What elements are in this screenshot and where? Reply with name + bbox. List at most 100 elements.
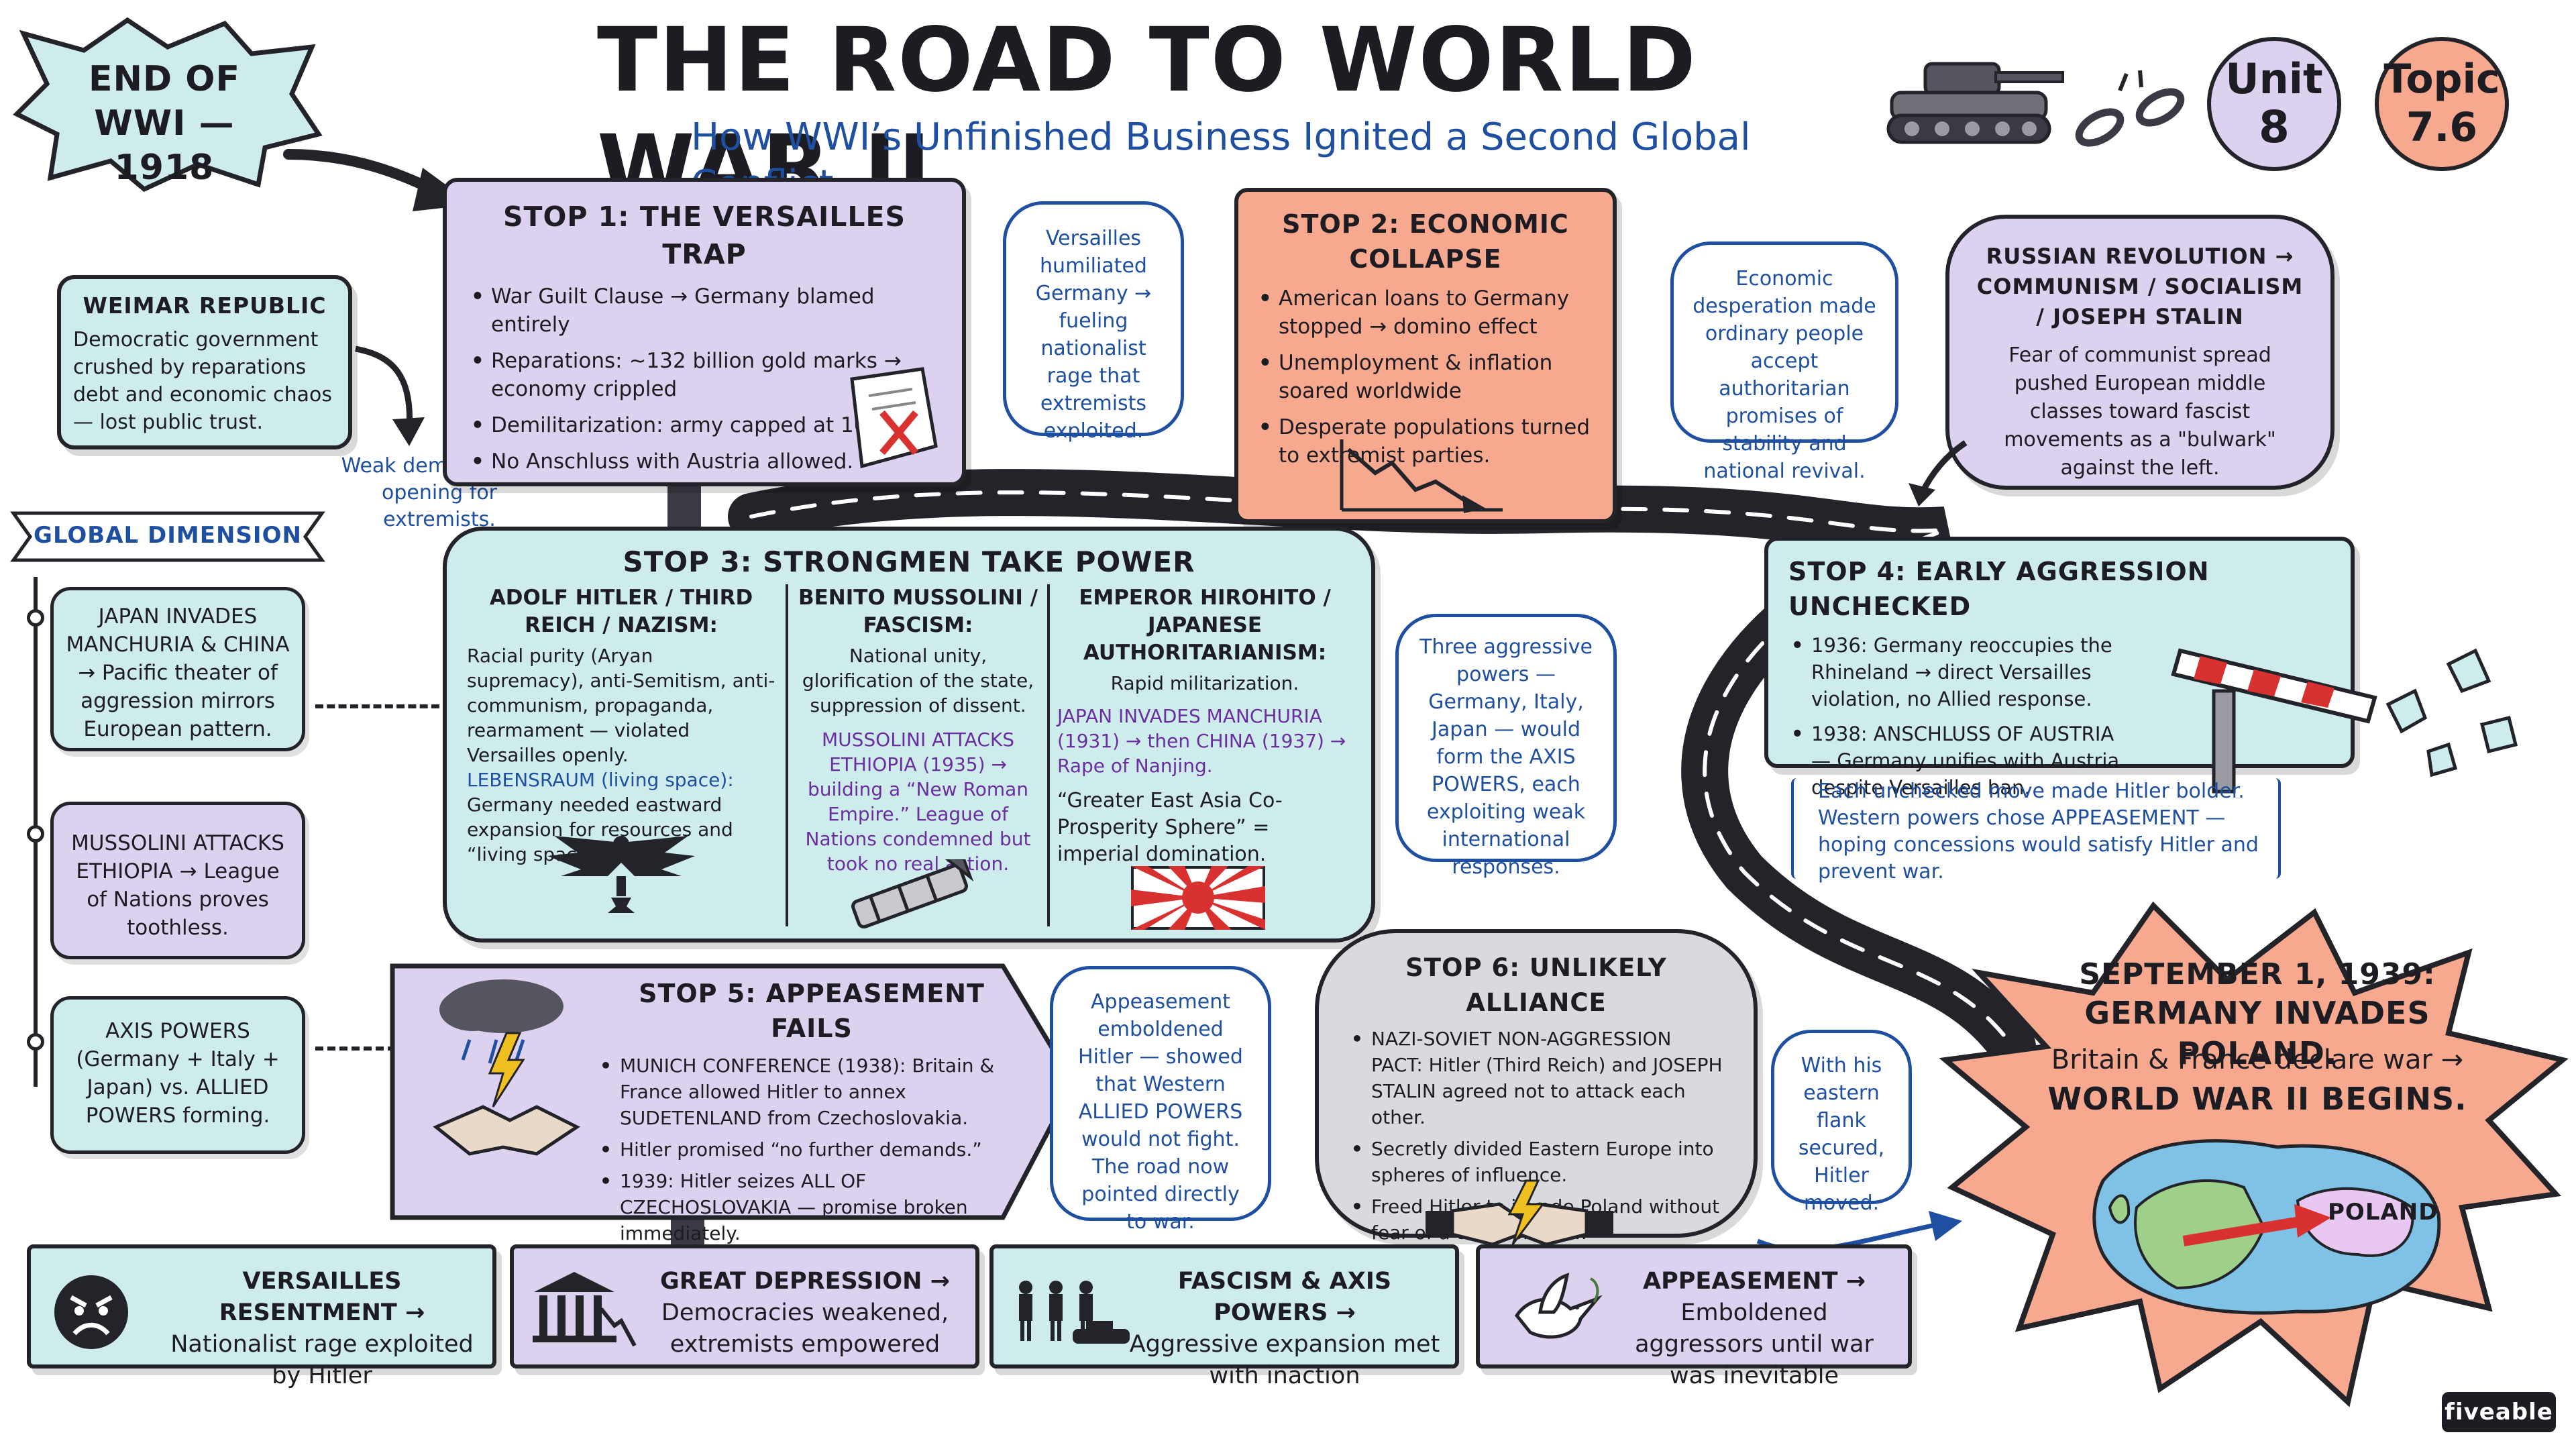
stop3-card: STOP 3: STRONGMEN TAKE POWER ADOLF HITLE…: [443, 527, 1375, 943]
global-banner-text: GLOBAL DIMENSION: [34, 522, 302, 549]
rising-sun-flag-icon: [1131, 866, 1265, 930]
finale-invasion: GERMANY INVADES POLAND.: [2084, 995, 2430, 1071]
stop4-card: STOP 4: EARLY AGGRESSION UNCHECKED 1936:…: [1764, 537, 2355, 799]
stop4-note: Each unchecked move made Hitler bolder. …: [1818, 780, 2259, 883]
stop5-title: STOP 5: APPEASEMENT FAILS: [639, 979, 985, 1043]
stop1-bullets: War Guilt Clause → Germany blamed entire…: [468, 282, 941, 476]
broken-barrier-icon: [2171, 648, 2518, 794]
summary-tile-title: FASCISM & AXIS POWERS →: [1177, 1268, 1392, 1326]
timeline-dot: [27, 1033, 44, 1051]
global-card-text: JAPAN INVADES MANCHURIA & CHINA → Pacifi…: [66, 604, 290, 741]
column-divider: [786, 584, 788, 926]
tank-icon: [1886, 62, 2064, 144]
dove-icon: [1514, 1273, 1603, 1339]
stop6-title: STOP 6: UNLIKELY ALLIANCE: [1405, 953, 1667, 1017]
stop6-bullet: NAZI-SOVIET NON-AGGRESSION PACT: Hitler …: [1348, 1026, 1724, 1130]
russia-card: RUSSIAN REVOLUTION → COMMUNISM / SOCIALI…: [1945, 215, 2334, 490]
stop5-bullets: MUNICH CONFERENCE (1938): Britain & Fran…: [597, 1053, 1026, 1246]
summary-tile-text: Emboldened aggressors until war was inev…: [1635, 1299, 1874, 1389]
declining-chart-icon: [1340, 439, 1503, 513]
stop2-card: STOP 2: ECONOMIC COLLAPSE American loans…: [1234, 188, 1617, 523]
stop4-note-bracket: [1791, 778, 2281, 879]
stop4-bullets: 1936: Germany reoccupies the Rhineland →…: [1788, 632, 2330, 801]
stop4-bullet: 1936: Germany reoccupies the Rhineland →…: [1788, 632, 2137, 712]
column-divider: [1047, 584, 1050, 926]
unit-badge: Unit 8: [2207, 37, 2341, 171]
stop2-bullet: Unemployment & inflation soared worldwid…: [1256, 349, 1595, 405]
summary-tile-label: APPEASEMENT → Emboldened aggressors unti…: [1614, 1266, 1894, 1392]
torn-treaty-icon: [850, 367, 938, 469]
stop2-title: STOP 2: ECONOMIC COLLAPSE: [1282, 209, 1569, 274]
summary-tile-title: APPEASEMENT →: [1643, 1268, 1866, 1295]
weimar-body: Democratic government crushed by reparat…: [73, 328, 332, 434]
unit-label: Unit: [2225, 54, 2323, 103]
stop1-title: STOP 1: THE VERSAILLES TRAP: [502, 201, 906, 270]
unit-number: 8: [2259, 101, 2290, 153]
russia-title: RUSSIAN REVOLUTION → COMMUNISM / SOCIALI…: [1976, 244, 2304, 329]
hirohito-column: EMPEROR HIROHITO / JAPANESE AUTHORITARIA…: [1057, 584, 1352, 868]
summary-tile-depression: GREAT DEPRESSION → Democracies weakened,…: [510, 1244, 979, 1368]
finale-declaration: Britain & France declare war →: [2051, 1044, 2464, 1075]
europe-map-icon: [2092, 1139, 2441, 1315]
brand-logo: fiveable: [2442, 1392, 2556, 1432]
summary-tile-label: VERSAILLES RESENTMENT → Nationalist rage…: [165, 1266, 479, 1392]
mussolini-body: National unity, glorification of the sta…: [802, 645, 1034, 716]
start-burst-shape: [13, 17, 323, 193]
stop1-bubble: Versailles humiliated Germany → fueling …: [1003, 201, 1184, 443]
hitler-column: ADOLF HITLER / THIRD REICH / NAZISM: Rac…: [467, 584, 775, 867]
stop1-bullet: No Anschluss with Austria allowed.: [468, 447, 941, 476]
stop4-bullet: 1938: ANSCHLUSS OF AUSTRIA — Germany uni…: [1788, 720, 2137, 801]
global-card-text: MUSSOLINI ATTACKS ETHIOPIA → League of N…: [71, 831, 284, 940]
stop5-bullet: 1939: Hitler seizes ALL OF CZECHOSLOVAKI…: [597, 1168, 1026, 1246]
soldiers-icon: [1019, 1281, 1130, 1344]
start-burst-text: END OF WWI — 1918: [88, 59, 241, 188]
summary-tile-text: Nationalist rage exploited by Hitler: [170, 1331, 474, 1389]
dashed-connector: [315, 1046, 396, 1051]
russia-arrow: [1909, 440, 1968, 506]
stop5-bullet: Hitler promised “no further demands.”: [597, 1136, 1026, 1163]
hirohito-highlight: JAPAN INVADES MANCHURIA (1931) → then CH…: [1057, 705, 1346, 777]
topic-badge: Topic 7.6: [2375, 37, 2509, 171]
stop4-title: STOP 4: EARLY AGGRESSION UNCHECKED: [1788, 557, 2210, 621]
stop2-bullet: American loans to Germany stopped → domi…: [1256, 284, 1595, 341]
mussolini-column: BENITO MUSSOLINI / FASCISM: National uni…: [796, 584, 1040, 876]
mussolini-title: BENITO MUSSOLINI / FASCISM:: [798, 586, 1038, 637]
topic-label: Topic: [2383, 56, 2500, 103]
hitler-tail: Germany needed eastward expansion for re…: [467, 794, 733, 865]
hirohito-title: EMPEROR HIROHITO / JAPANESE AUTHORITARIA…: [1079, 586, 1331, 665]
hirohito-body: Rapid militarization.: [1110, 672, 1299, 694]
hitler-body: Racial purity (Aryan supremacy), anti-Se…: [467, 645, 775, 766]
summary-tile-title: VERSAILLES RESENTMENT →: [219, 1268, 425, 1326]
finale-war-begins: WORLD WAR II BEGINS.: [2047, 1081, 2467, 1117]
global-card-japan: JAPAN INVADES MANCHURIA & CHINA → Pacifi…: [50, 587, 305, 751]
summary-tile-text: Democracies weakened, extremists empower…: [661, 1299, 949, 1358]
topic-number: 7.6: [2406, 104, 2478, 151]
timeline-dot: [27, 609, 44, 627]
global-card-axis: AXIS POWERS (Germany + Italy + Japan) vs…: [50, 996, 305, 1154]
weimar-title: WEIMAR REPUBLIC: [83, 292, 327, 319]
stop6-bubble: With his eastern flank secured, Hitler m…: [1771, 1030, 1912, 1215]
stop2-bullet: Desperate populations turned to extremis…: [1256, 413, 1595, 470]
stop1-bullet: Demilitarization: army capped at 100,000: [468, 411, 941, 439]
handshake-lightning-icon: [1426, 1179, 1613, 1246]
stop2-bullets: American loans to Germany stopped → domi…: [1256, 284, 1595, 470]
summary-tile-title: GREAT DEPRESSION →: [660, 1268, 950, 1295]
stop3-title: STOP 3: STRONGMEN TAKE POWER: [623, 545, 1195, 578]
timeline-dot: [27, 825, 44, 843]
poland-label: POLAND: [2328, 1199, 2438, 1226]
summary-tile-versailles: VERSAILLES RESENTMENT → Nationalist rage…: [27, 1244, 496, 1389]
weimar-arrow: [355, 345, 425, 446]
stop1-bullet: War Guilt Clause → Germany blamed entire…: [468, 282, 941, 339]
global-card-ethiopia: MUSSOLINI ATTACKS ETHIOPIA → League of N…: [50, 802, 305, 959]
stop3-bubble: Three aggressive powers — Germany, Italy…: [1395, 614, 1617, 879]
stop2-bubble: Economic desperation made ordinary peopl…: [1670, 241, 1898, 483]
summary-tile-label: GREAT DEPRESSION → Democracies weakened,…: [648, 1266, 962, 1360]
eagle-icon: [547, 836, 695, 913]
stop1-bullet: Reparations: ~132 billion gold marks → e…: [468, 347, 941, 403]
finale-date: SEPTEMBER 1, 1939:: [2079, 957, 2436, 991]
summary-tile-fascism: FASCISM & AXIS POWERS → Aggressive expan…: [989, 1244, 1459, 1389]
stop5-content: STOP 5: APPEASEMENT FAILS MUNICH CONFERE…: [597, 976, 1026, 1252]
fasces-icon: [851, 859, 974, 929]
global-card-text: AXIS POWERS (Germany + Italy + Japan) vs…: [76, 1019, 280, 1128]
global-banner-shape: [10, 511, 325, 562]
